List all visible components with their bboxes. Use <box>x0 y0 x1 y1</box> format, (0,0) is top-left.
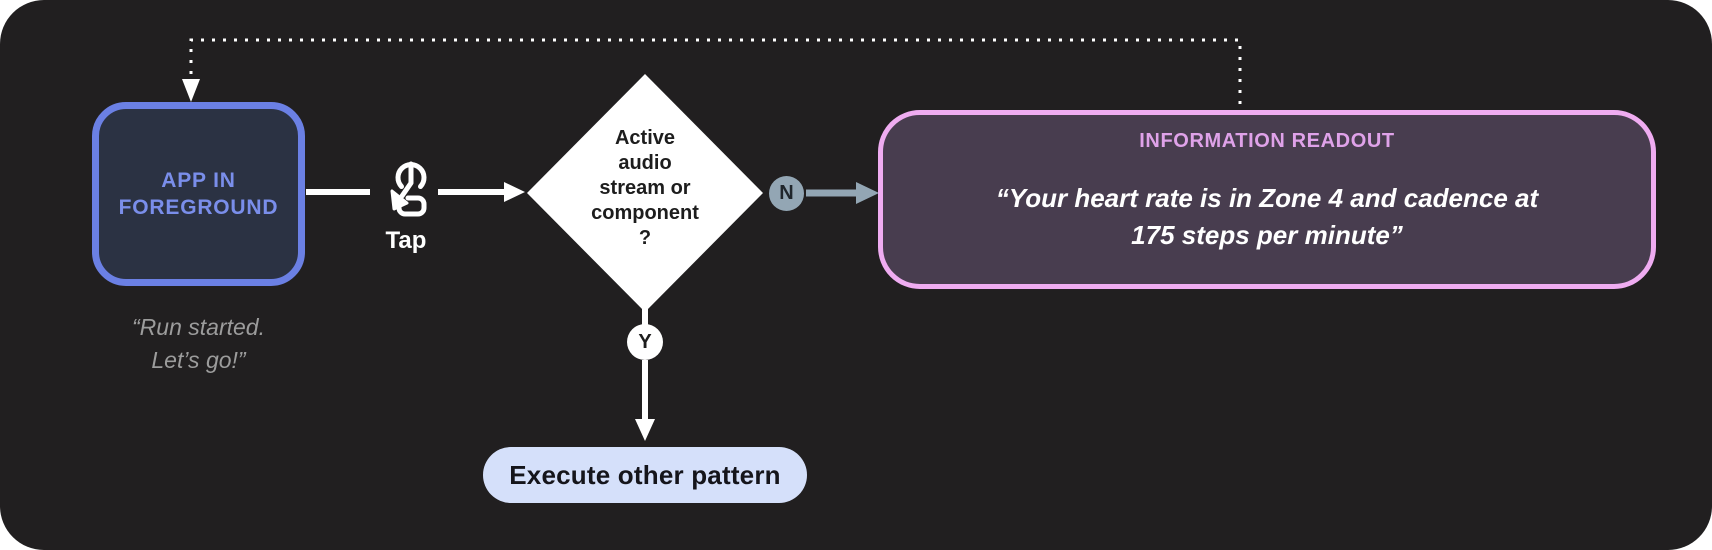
app-caption-line1: “Run started. <box>132 314 265 340</box>
decision-line5: ? <box>638 227 652 249</box>
app-node-label-line2: FOREGROUND <box>118 196 279 219</box>
tap-to-decision-arrowhead-icon <box>504 182 525 202</box>
readout-quote-line2: 175 steps per minute” <box>1131 220 1403 250</box>
information-readout-node: INFORMATION READOUT “Your heart rate is … <box>878 110 1656 289</box>
app-voice-caption: “Run started. Let’s go!” <box>62 311 335 377</box>
app-caption-line2: Let’s go!” <box>151 347 246 373</box>
decision-line4: component <box>591 202 699 224</box>
feedback-dotted-connector <box>189 38 1242 104</box>
app-in-foreground-node: APP IN FOREGROUND <box>92 102 305 286</box>
decision-line2: audio <box>618 152 672 174</box>
readout-title: INFORMATION READOUT <box>1139 130 1395 152</box>
tap-label: Tap <box>385 227 427 254</box>
feedback-arrowhead-down-icon <box>182 79 200 102</box>
decision-node-label: Active audio stream or component ? <box>545 126 745 251</box>
tap-gesture-icon <box>374 152 438 226</box>
branch-yes-badge: Y <box>627 324 663 360</box>
readout-quote-line1: “Your heart rate is in Zone 4 and cadenc… <box>995 183 1539 213</box>
decision-line3: stream or <box>599 177 691 199</box>
branch-no-badge: N <box>769 176 804 211</box>
readout-quote: “Your heart rate is in Zone 4 and cadenc… <box>996 180 1538 254</box>
decision-line1: Active <box>614 127 676 149</box>
app-node-label-line1: APP IN <box>161 169 236 192</box>
execute-other-pattern-node: Execute other pattern <box>483 447 807 503</box>
no-arrowhead-right-icon <box>856 182 879 204</box>
decision-diamond-shape <box>527 74 763 312</box>
yes-arrowhead-down-icon <box>635 419 655 441</box>
